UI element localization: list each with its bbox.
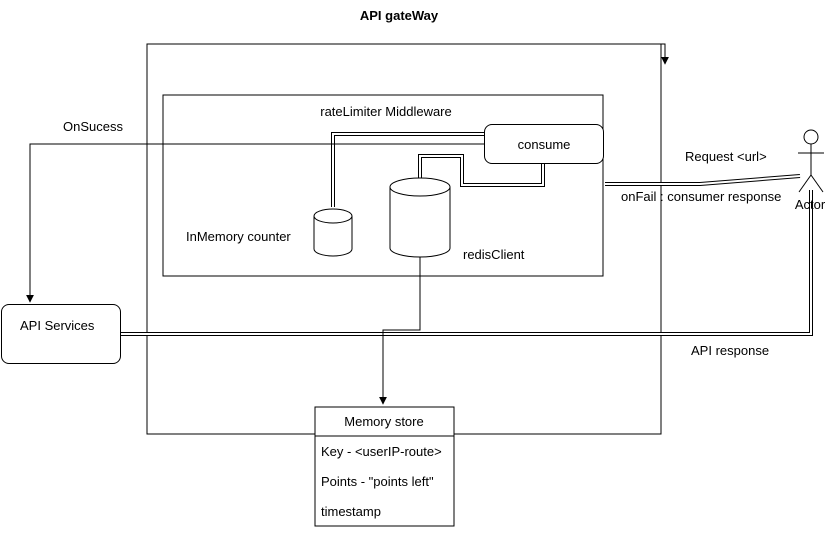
consume-inmemory-connector-inner	[332, 133, 485, 207]
consume-node: consume	[484, 124, 604, 164]
actor-figure	[798, 129, 824, 193]
middleware-title: rateLimiter Middleware	[320, 104, 452, 119]
api-response-label: API response	[691, 343, 770, 358]
memory-store-row-key: Key - <userIP-route>	[321, 444, 442, 459]
memory-store-table	[314, 406, 455, 527]
inmemory-counter-cylinder	[313, 208, 353, 257]
memory-store-row-timestamp: timestamp	[321, 504, 381, 519]
actor-label: Actor	[794, 197, 826, 212]
onsuccess-label: OnSucess	[63, 119, 123, 134]
consume-redis-connector-inner	[419, 155, 544, 186]
api-services-node: API Services	[1, 304, 121, 364]
api-response-connector-inner	[121, 190, 812, 335]
request-connector-inner	[605, 175, 801, 185]
memory-store-title: Memory store	[344, 414, 424, 429]
onsuccess-arrow	[26, 143, 485, 303]
redis-client-cylinder	[389, 177, 451, 258]
gateway-loop-arrow	[147, 43, 669, 65]
consume-label: consume	[517, 136, 571, 152]
redis-client-label: redisClient	[463, 247, 525, 262]
request-label: Request <url>	[685, 149, 767, 164]
api-services-label: API Services	[20, 318, 95, 333]
inmemory-counter-label: InMemory counter	[186, 229, 291, 244]
diagram-title: API gateWay	[359, 8, 439, 23]
memory-store-row-points: Points - "points left"	[321, 474, 434, 489]
middleware-container	[162, 94, 604, 277]
redis-memory-arrow	[379, 256, 421, 405]
onfail-label: onFail : consumer response	[621, 189, 782, 204]
